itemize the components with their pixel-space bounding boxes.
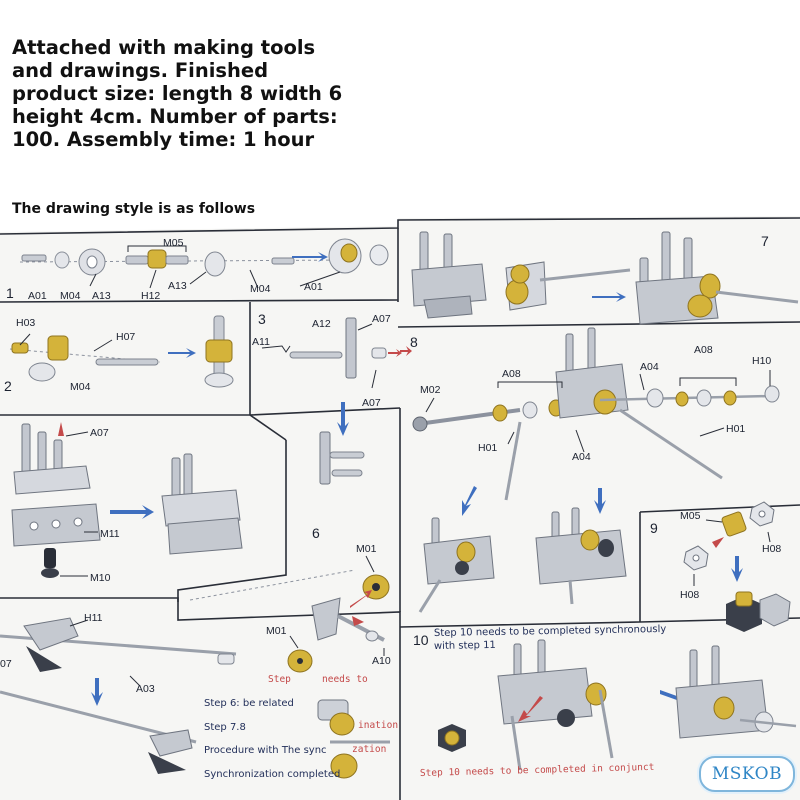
faded-note: Step (268, 674, 291, 685)
step-number-7: 7 (761, 233, 769, 249)
step-number-1: 1 (6, 285, 14, 301)
product-description: Attached with making tools and drawings.… (12, 36, 343, 151)
step-2-labels: H03 H07 M04 (16, 317, 135, 393)
step-7-drawing (411, 231, 799, 325)
step-2-label: H07 (116, 331, 135, 343)
step-6-label: A10 (372, 655, 391, 667)
step-5-label: A03 (136, 683, 155, 695)
step-9-label: M05 (680, 510, 701, 522)
step-6-drawing (189, 555, 390, 779)
step-1-labels: A01 M04 A13 M05 H12 A13 M04 A01 (28, 237, 323, 302)
step-10-drawing (438, 639, 797, 771)
note-line: Procedure with The sync (204, 745, 327, 756)
step-10-notes: Step 10 needs to be completed synchronou… (434, 624, 667, 652)
step-1-label: A13 (168, 280, 187, 292)
step-number-10: 10 (413, 632, 429, 648)
step-4-drawing (11, 422, 243, 578)
step-6-label: M01 (356, 543, 377, 555)
step-1-label: M04 (60, 290, 81, 302)
step-1-label: M05 (163, 237, 184, 249)
step-4-label: M10 (90, 572, 111, 584)
step-number-2: 2 (4, 378, 12, 394)
step-6-labels: M01 M01 A10 (266, 543, 391, 667)
step-2-label: M04 (70, 381, 91, 393)
step-1-label: A01 (304, 281, 323, 293)
step-2-label: H03 (16, 317, 35, 329)
step-1-label: M04 (250, 283, 271, 295)
step-8-label: A04 (572, 451, 591, 463)
mskob-watermark: MSKOB (699, 756, 795, 792)
step-1-drawing (19, 238, 389, 289)
faded-note: ination (358, 720, 398, 731)
step-9-label: H08 (680, 589, 699, 601)
note-line: Synchronization completed (204, 769, 340, 780)
step-3-label: A07 (372, 313, 391, 325)
step-8-label: A04 (640, 361, 659, 373)
step-8-label: M02 (420, 384, 441, 396)
step-6-label: M01 (266, 625, 287, 637)
step-8-label: H10 (752, 355, 771, 367)
step-4-label: M11 (100, 528, 120, 540)
note-line: Step 7.8 (204, 722, 246, 733)
step-number-8: 8 (410, 334, 418, 350)
step-3-label: A11 (252, 336, 270, 348)
step-number-9: 9 (650, 520, 658, 536)
step-2-drawing (9, 315, 234, 388)
step-8-label: A08 (694, 344, 713, 356)
step-10-note: Step 10 needs to be completed synchronou… (434, 624, 667, 639)
drawing-style-heading: The drawing style is as follows (12, 201, 256, 217)
step-number-6: 6 (312, 525, 320, 541)
faded-note: zation (352, 744, 386, 755)
step-9-drawing (683, 501, 791, 632)
step-number-3: 3 (258, 311, 266, 327)
step-1-label: A01 (28, 290, 47, 302)
step-8-labels: M02 A08 A04 A08 H10 H01 A04 H01 (420, 344, 771, 463)
step-5-drawing (0, 617, 237, 774)
step-3-drawing (261, 317, 402, 485)
step-8-drawing (400, 327, 780, 613)
step-3-labels: A12 A07 A11 A07 (252, 313, 391, 409)
step-10-note: with step 11 (434, 640, 496, 652)
step-5-label: 07 (0, 658, 12, 670)
step-4-label: A07 (90, 427, 109, 439)
step-5-labels: H11 07 A03 (0, 612, 155, 695)
step-4-labels: A07 M11 M10 (90, 427, 120, 584)
step-6-notes: Step 6: be related Step 7.8 Procedure wi… (204, 674, 398, 780)
step-5-label: H11 (84, 612, 103, 624)
step-9-labels: M05 H08 H08 (680, 510, 781, 601)
step-8-label: H01 (726, 423, 745, 435)
step-1-label: H12 (141, 290, 160, 302)
step-3-label: A07 (362, 397, 381, 409)
step-1-label: A13 (92, 290, 111, 302)
step-8-label: H01 (478, 442, 497, 454)
faded-note: needs to (322, 674, 368, 685)
step-9-label: H08 (762, 543, 781, 555)
step-8-label: A08 (502, 368, 521, 380)
note-line: Step 6: be related (204, 698, 294, 709)
step-3-label: A12 (312, 318, 331, 330)
